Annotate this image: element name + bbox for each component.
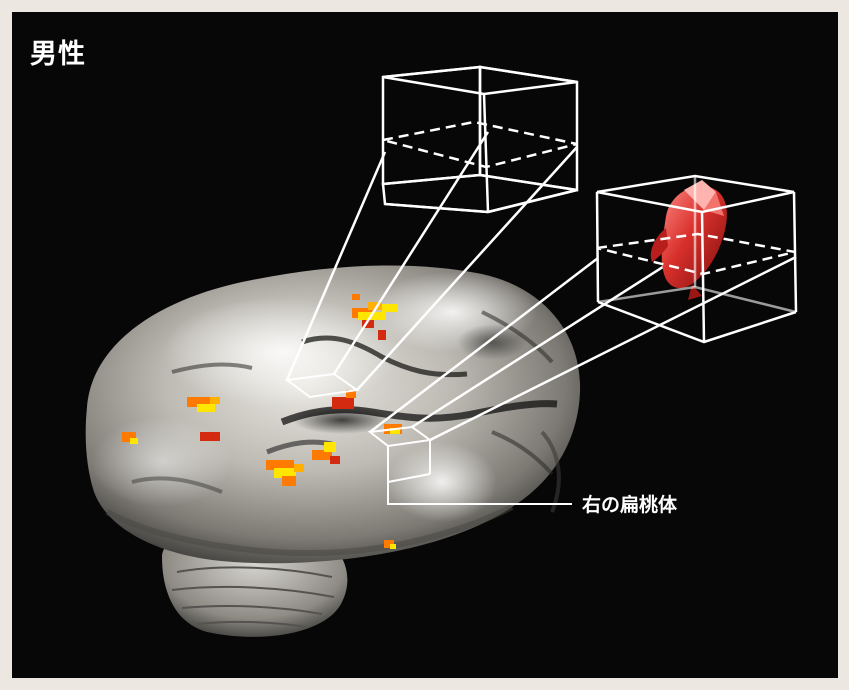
amygdala-cube xyxy=(597,176,796,342)
empty-cube xyxy=(383,67,577,212)
annotation-label: 右の扁桃体 xyxy=(582,490,677,517)
image-panel: 男性 右の扁桃体 xyxy=(12,12,838,678)
brain-illustration xyxy=(12,12,838,678)
brain-hemisphere xyxy=(86,265,580,563)
figure-title: 男性 xyxy=(30,32,86,71)
